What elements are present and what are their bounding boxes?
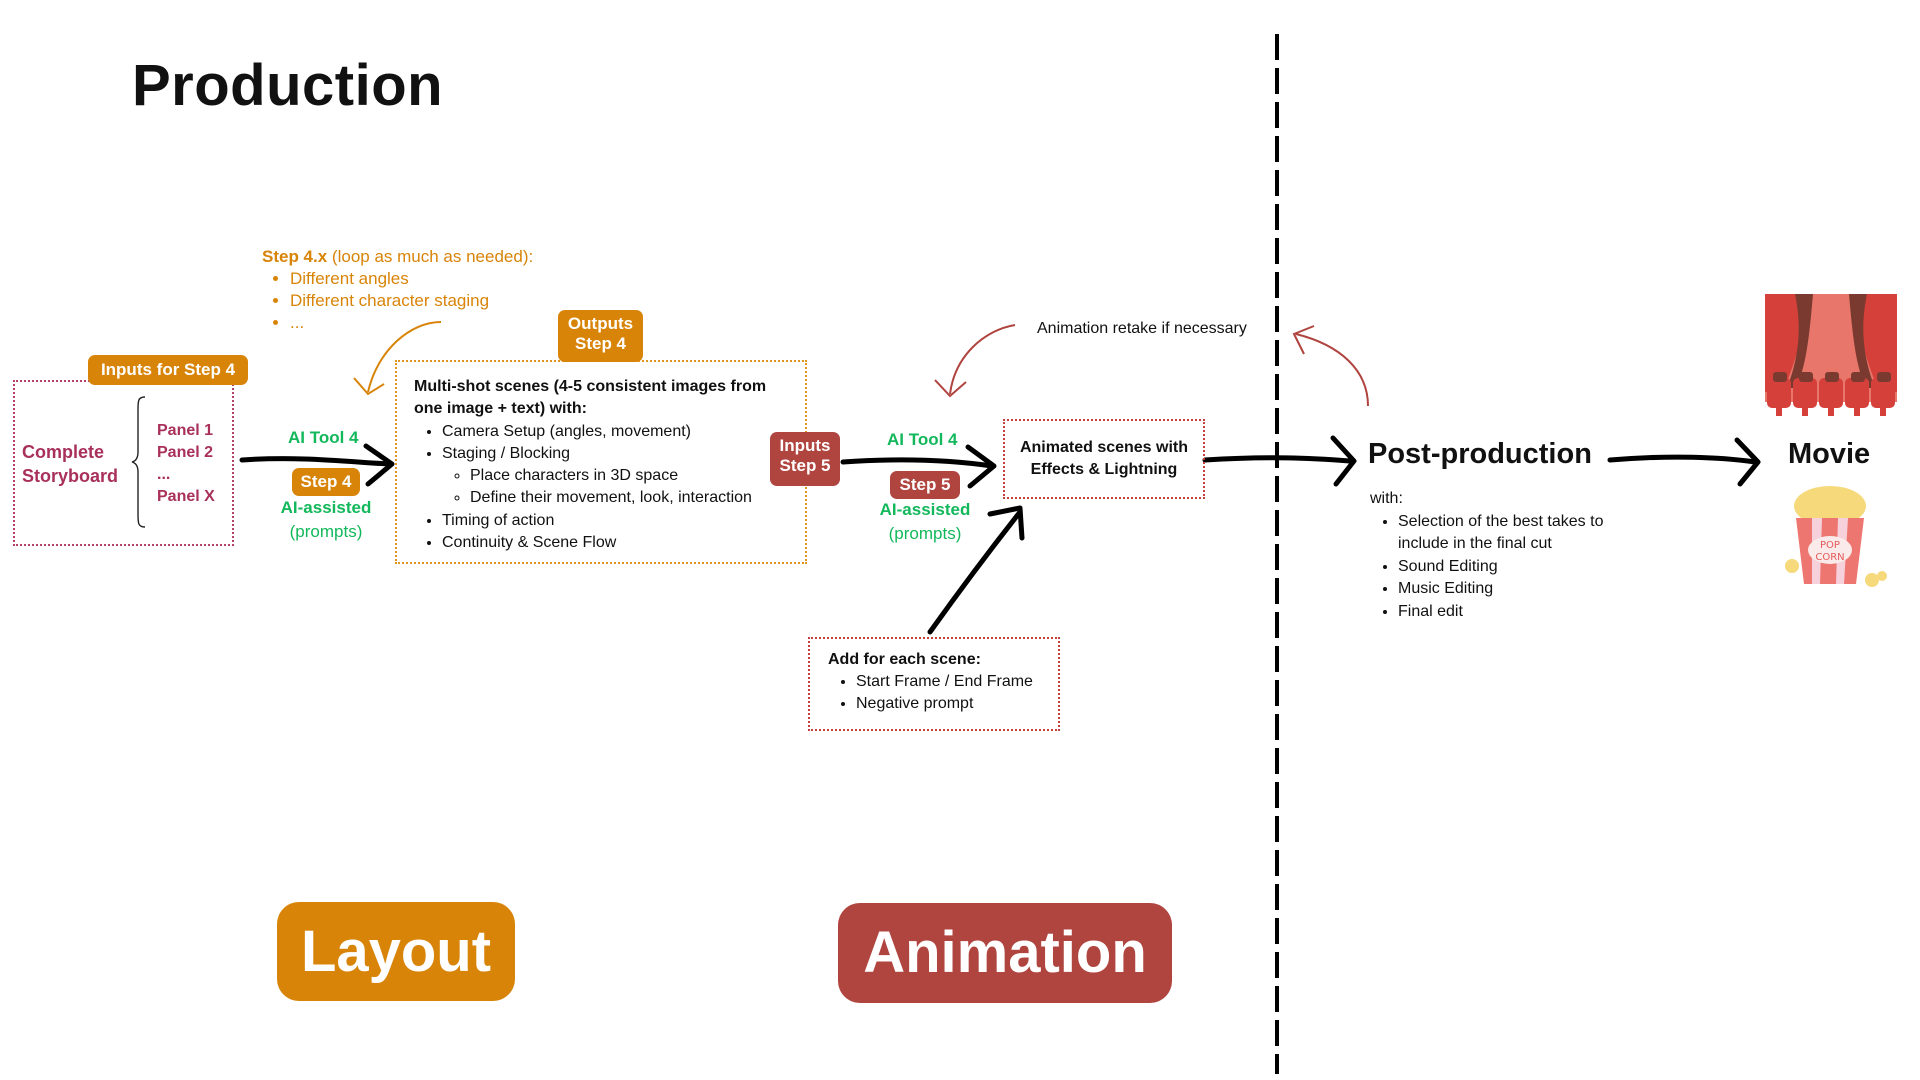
outputs-step4-tag-line1: Outputs: [567, 314, 634, 333]
retake-arrow-out: [1292, 325, 1369, 407]
post-production-item: Final edit: [1398, 601, 1670, 624]
inputs-step4-tag: Inputs for Step 4: [88, 355, 248, 385]
post-production-details: with: Selection of the best takes to inc…: [1370, 488, 1670, 623]
ai-tool-step4-label: AI Tool 4: [288, 428, 359, 447]
animated-line2: Effects & Lightning: [1030, 461, 1178, 478]
multishot-heading: Multi-shot scenes (4-5 consistent images…: [414, 378, 767, 418]
inputs-step5-tag-line1: Inputs: [779, 436, 831, 455]
popcorn-text-line2: CORN: [1815, 552, 1844, 563]
animated-scenes-box[interactable]: Animated scenes with Effects & Lightning: [1003, 419, 1205, 499]
post-production-list: Selection of the best takes to include i…: [1370, 511, 1670, 624]
panel-list: Panel 1 Panel 2 ... Panel X: [157, 420, 215, 508]
loop-item: Different character staging: [290, 290, 533, 312]
arrow-animated-to-postproduction: [1202, 435, 1357, 487]
brace-icon: [131, 396, 146, 528]
multishot-item: Timing of action: [442, 510, 805, 532]
add-each-scene-item: Start Frame / End Frame: [856, 671, 1058, 693]
multishot-item: Staging / Blocking Place characters in 3…: [442, 443, 805, 510]
page-title: Production: [132, 53, 444, 118]
storyboard-label-line1: Complete: [22, 442, 105, 462]
panel-item: Panel 2: [157, 444, 214, 461]
loop-list: Different angles Different character sta…: [262, 268, 533, 334]
multishot-item: Camera Setup (angles, movement): [442, 421, 805, 443]
animation-phase-badge: Animation: [838, 903, 1172, 1003]
loop-heading-bold: Step 4.x: [262, 247, 328, 266]
post-production-item: Sound Editing: [1398, 556, 1670, 579]
panel-item: Panel X: [157, 488, 215, 505]
step4-assist: AI-assisted (prompts): [266, 496, 386, 544]
add-each-scene-list: Start Frame / End Frame Negative prompt: [828, 671, 1058, 715]
storyboard-label-line2: Storyboard: [22, 466, 119, 486]
movie-title: Movie: [1788, 438, 1871, 470]
ai-tool-step5-label: AI Tool 4: [887, 430, 958, 449]
loop-item: ...: [290, 312, 533, 334]
layout-phase-badge: Layout: [277, 902, 515, 1001]
step5-assist-line2: (prompts): [888, 524, 962, 543]
post-production-item: Selection of the best takes to include i…: [1398, 511, 1648, 556]
multishot-list: Camera Setup (angles, movement) Staging …: [414, 421, 805, 555]
popcorn-icon: POP CORN: [1785, 486, 1887, 587]
cinema-theater-icon: [1765, 294, 1897, 416]
add-each-scene-heading: Add for each scene:: [828, 651, 981, 668]
step5-tag: Step 5: [890, 471, 960, 499]
arrow-postproduction-to-movie: [1607, 437, 1761, 487]
step4-assist-line1: AI-assisted: [280, 498, 372, 517]
step5-assist: AI-assisted (prompts): [865, 498, 985, 546]
inputs-step5-tag-line2: Step 5: [779, 456, 831, 476]
panel-item: ...: [157, 466, 171, 483]
step4-tag: Step 4: [292, 468, 360, 496]
multishot-item-text: Staging / Blocking: [442, 444, 571, 462]
popcorn-text-line1: POP: [1820, 540, 1840, 551]
post-production-item: Music Editing: [1398, 578, 1670, 601]
retake-arrow-in: [934, 324, 1016, 398]
step5-assist-line1: AI-assisted: [879, 500, 971, 519]
add-each-scene-box[interactable]: Add for each scene: Start Frame / End Fr…: [808, 637, 1060, 731]
multishot-item: Continuity & Scene Flow: [442, 532, 805, 554]
post-production-intro: with:: [1370, 490, 1403, 507]
outputs-step4-tag: Outputs Step 4: [558, 310, 643, 362]
outputs-step4-tag-line2: Step 4: [574, 334, 627, 354]
multishot-subitem: Define their movement, look, interaction: [470, 487, 805, 509]
multishot-subitem: Place characters in 3D space: [470, 465, 805, 487]
multishot-sublist: Place characters in 3D space Define thei…: [442, 465, 805, 510]
multishot-scenes-box[interactable]: Multi-shot scenes (4-5 consistent images…: [395, 360, 807, 564]
loop-note: Step 4.x (loop as much as needed): Diffe…: [262, 246, 533, 334]
storyboard-box[interactable]: Complete Storyboard Panel 1 Panel 2 ... …: [13, 380, 234, 546]
panel-item: Panel 1: [157, 422, 214, 439]
storyboard-label: Complete Storyboard: [22, 440, 118, 488]
loop-heading-rest: (loop as much as needed):: [327, 247, 534, 266]
step4-assist-line2: (prompts): [289, 522, 363, 541]
inputs-step5-tag: Inputs Step 5: [770, 432, 840, 486]
add-each-scene-item: Negative prompt: [856, 693, 1058, 715]
animated-line1: Animated scenes with: [1019, 439, 1189, 456]
phase-divider: [1275, 34, 1279, 1074]
post-production-title: Post-production: [1368, 438, 1592, 470]
retake-note: Animation retake if necessary: [1037, 320, 1247, 337]
loop-item: Different angles: [290, 268, 533, 290]
